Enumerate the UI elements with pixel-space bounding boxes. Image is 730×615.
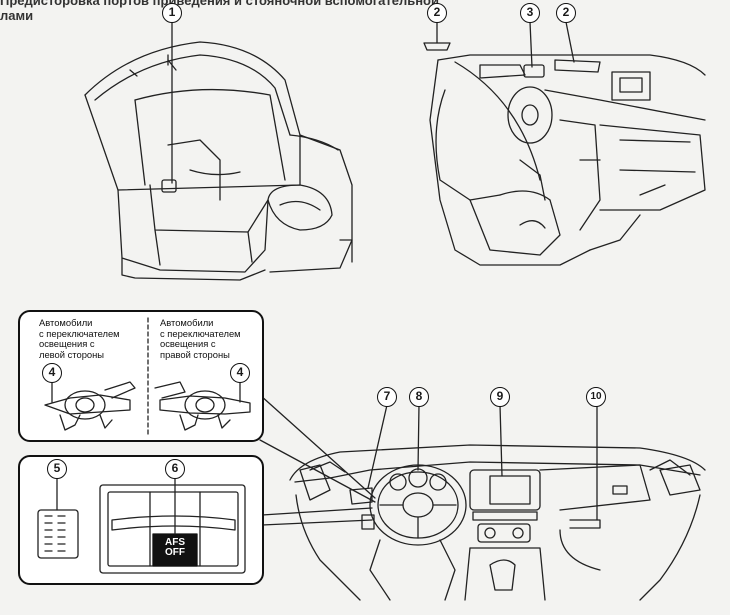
callout-6: 6 <box>165 459 185 479</box>
callout-1: 1 <box>162 3 182 23</box>
afs-label-line1: AFS <box>165 537 185 548</box>
tailgate-vehicle-illustration <box>84 41 353 281</box>
callout-8: 8 <box>409 387 429 407</box>
page-header-line2: лами <box>0 8 34 23</box>
callout-2-left: 2 <box>427 3 447 23</box>
cabin-interior-illustration <box>429 54 706 266</box>
callout-10: 10 <box>586 387 606 407</box>
callout-7: 7 <box>377 387 397 407</box>
callout-4-right: 4 <box>230 363 250 383</box>
callout-4-left: 4 <box>42 363 62 383</box>
callout-5: 5 <box>47 459 67 479</box>
callout-2-right: 2 <box>556 3 576 23</box>
afs-label-line2: OFF <box>165 547 185 558</box>
dashboard-illustration <box>289 444 706 601</box>
page-header: Предисторовка портов приведения и стояно… <box>0 0 730 26</box>
callout-9: 9 <box>490 387 510 407</box>
left-switch-caption: Автомобили с переключателем освещения с … <box>39 317 120 360</box>
callout-3: 3 <box>520 3 540 23</box>
right-switch-caption: Автомобили с переключателем освещения с … <box>160 317 241 360</box>
page-header-line1: Предисторовка портов приведения и стояно… <box>0 0 439 8</box>
afs-off-label: AFS OFF <box>153 538 197 558</box>
